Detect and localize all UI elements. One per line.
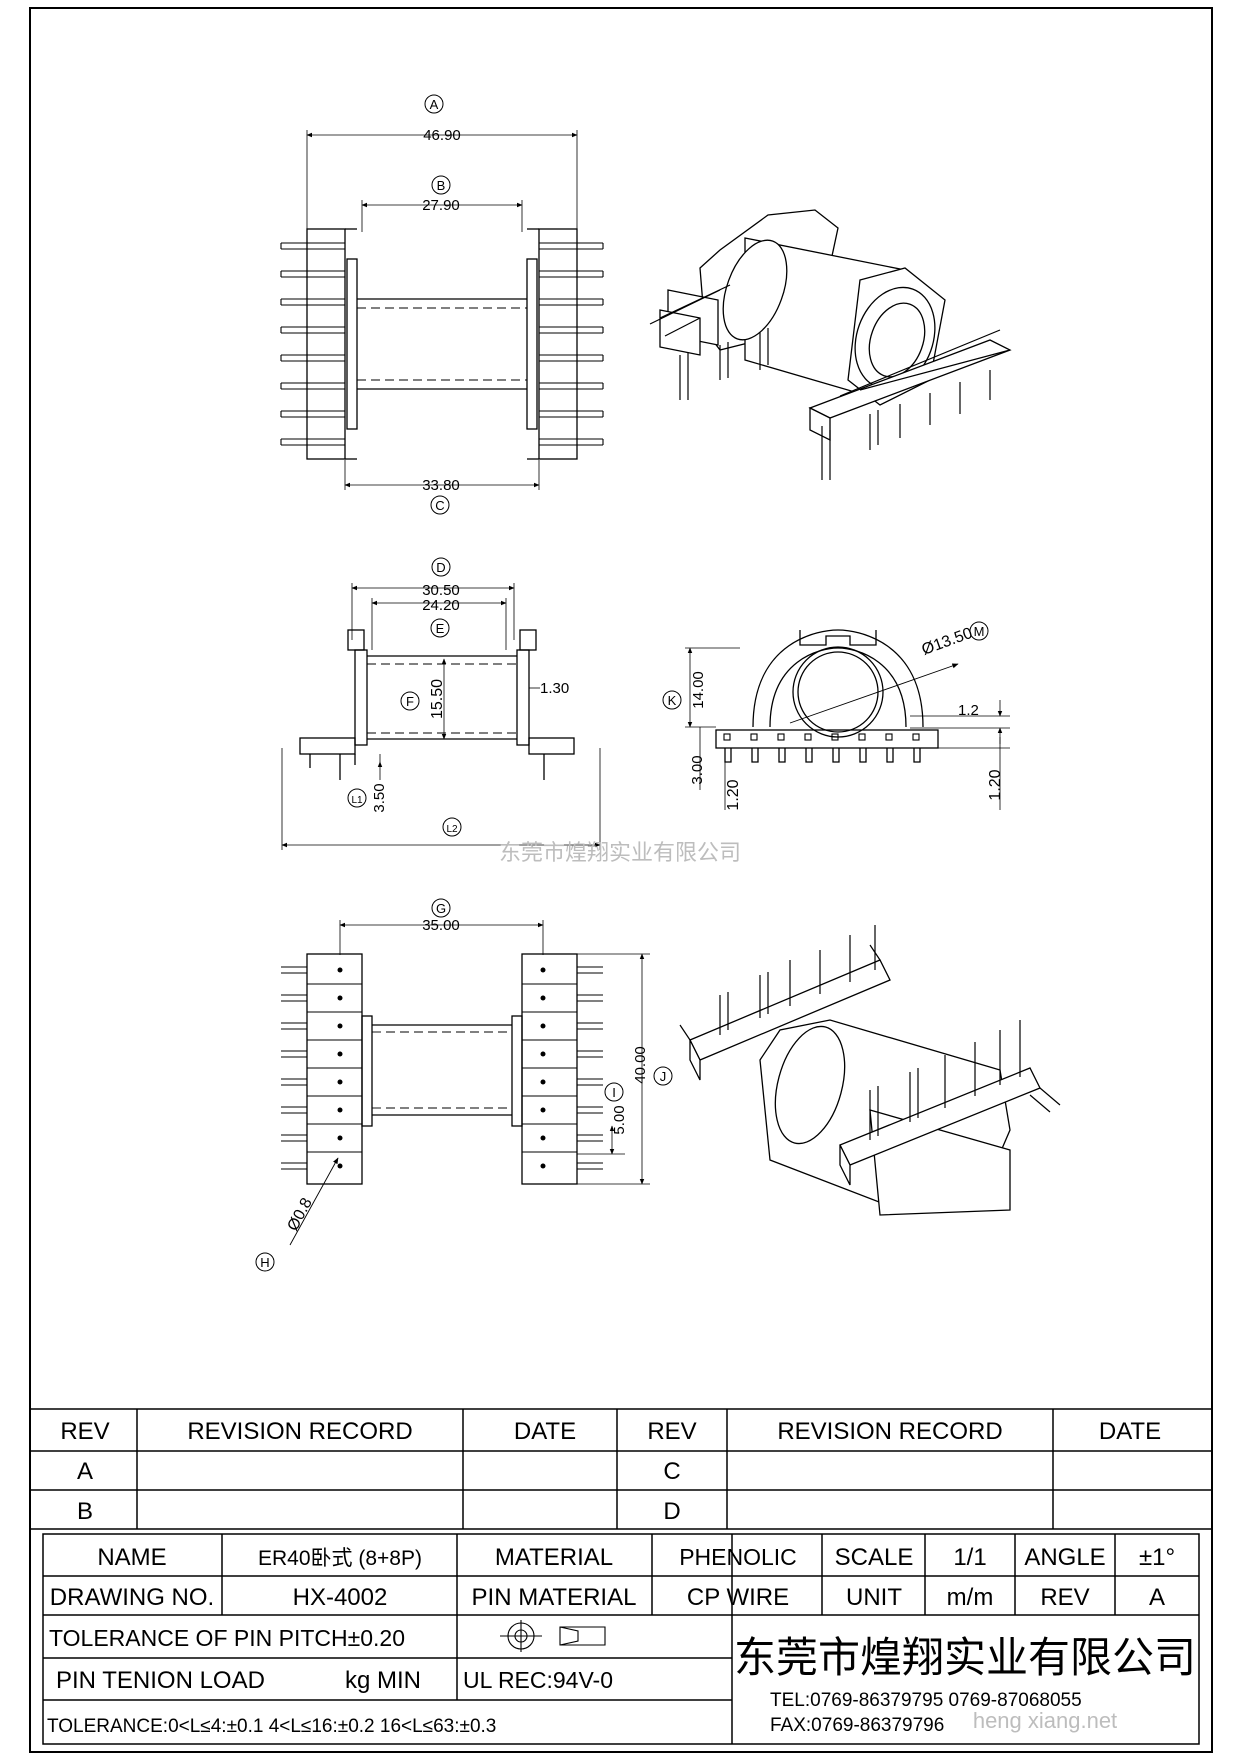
ul-rec: UL REC:94V-0 [463,1667,613,1693]
side-view [685,629,1010,810]
title-block [42,1533,1200,1745]
bottom-view-labels: G 35.00 5.00 I 40.00 J Ø0.8 H [255,898,673,1272]
label-I: I [612,1085,616,1100]
iso-view-2 [679,925,1061,1216]
front-view-labels: D 30.50 24.20 E F 15.50 1.30 3.50 L1 L2 [347,557,569,837]
dim-pin-w: 1.2 [958,702,979,719]
drawing-no-value: HX-4002 [293,1584,388,1611]
top-view [280,130,604,490]
angle-label: ANGLE [1024,1544,1105,1571]
rev-header-1: REV [60,1418,109,1445]
front-view [281,583,601,850]
dim-D: 30.50 [422,582,460,599]
label-C: C [435,498,444,513]
label-H: H [260,1255,269,1270]
material-label: MATERIAL [495,1544,613,1571]
label-K: K [668,693,677,708]
drawing-no-label: DRAWING NO. [50,1584,214,1611]
dim-wall: 1.30 [540,680,569,697]
label-G: G [436,901,446,916]
dim-J: 40.00 [632,1046,649,1084]
rev-header-4: REV [647,1418,696,1445]
label-M: M [974,624,985,639]
dim-pin-h2: 1.20 [987,769,1004,800]
dim-B: 27.90 [422,197,460,214]
label-B: B [437,178,446,193]
rev-header-5: REVISION RECORD [777,1418,1002,1445]
rev-header-6: DATE [1099,1418,1161,1445]
rev-label: REV [1040,1584,1089,1611]
pin-material-value: CP WIRE [687,1584,789,1611]
dim-K: 14.00 [690,671,707,709]
dim-C: 33.80 [422,477,460,494]
rev-row-c: C [663,1458,680,1485]
label-L1: L1 [351,795,363,806]
rev-header-3: DATE [514,1418,576,1445]
dim-L1: 3.50 [371,783,388,812]
company-tel: TEL:0769-86379795 0769-87068055 [770,1690,1082,1711]
company-website: heng xiang.net [973,1708,1117,1733]
watermark-text: 东莞市煌翔实业有限公司 [499,840,741,865]
label-L2: L2 [446,824,458,835]
scale-label: SCALE [835,1544,914,1571]
unit-label: UNIT [846,1584,902,1611]
pin-load-label: PIN TENION LOAD [56,1667,265,1694]
iso-view-1 [649,209,1012,480]
title-block-text: NAME ER40卧式 (8+8P) MATERIAL PHENOLIC SCA… [47,1544,1196,1737]
rev-value: A [1149,1584,1165,1611]
rev-row-a: A [77,1458,93,1485]
label-D: D [436,560,445,575]
label-J: J [660,1069,667,1084]
angle-value: ±1° [1139,1544,1175,1571]
rev-row-b: B [77,1498,93,1525]
rev-row-d: D [663,1498,680,1525]
tolerance-pitch: TOLERANCE OF PIN PITCH±0.20 [49,1625,405,1651]
dim-F: 15.50 [429,679,446,719]
dim-E: 24.20 [422,597,460,614]
label-F: F [406,694,414,709]
tolerance-general: TOLERANCE:0<L≤4:±0.1 4<L≤16:±0.2 16<L≤63… [47,1716,496,1737]
material-value: PHENOLIC [679,1544,797,1570]
company-name: 东莞市煌翔实业有限公司 [734,1634,1196,1681]
dim-pin-h1: 1.20 [725,779,742,810]
dim-I: 5.00 [611,1105,628,1134]
dim-G: 35.00 [422,917,460,934]
dim-A: 46.90 [423,127,461,144]
top-view-labels: A 46.90 B 27.90 33.80 C [422,94,461,515]
company-fax: FAX:0769-86379796 [770,1715,944,1736]
unit-value: m/m [947,1584,994,1611]
label-A: A [430,97,439,112]
pin-load-unit: kg MIN [345,1667,421,1694]
name-label: NAME [97,1544,166,1571]
revision-table-text: REV REVISION RECORD DATE REV REVISION RE… [60,1418,1161,1525]
sheet-border [29,7,1213,1753]
dim-H: Ø0.8 [285,1195,316,1234]
bottom-view [281,920,650,1246]
rev-header-2: REVISION RECORD [187,1418,412,1445]
pin-material-label: PIN MATERIAL [472,1584,637,1611]
revision-table [29,1408,1213,1530]
label-E: E [436,621,445,636]
projection-symbol-icon [500,1620,606,1652]
dim-diam: Ø13.50 [920,625,975,659]
scale-value: 1/1 [953,1544,986,1571]
dim-base: 3.00 [689,755,706,784]
name-value: ER40卧式 (8+8P) [258,1547,422,1570]
